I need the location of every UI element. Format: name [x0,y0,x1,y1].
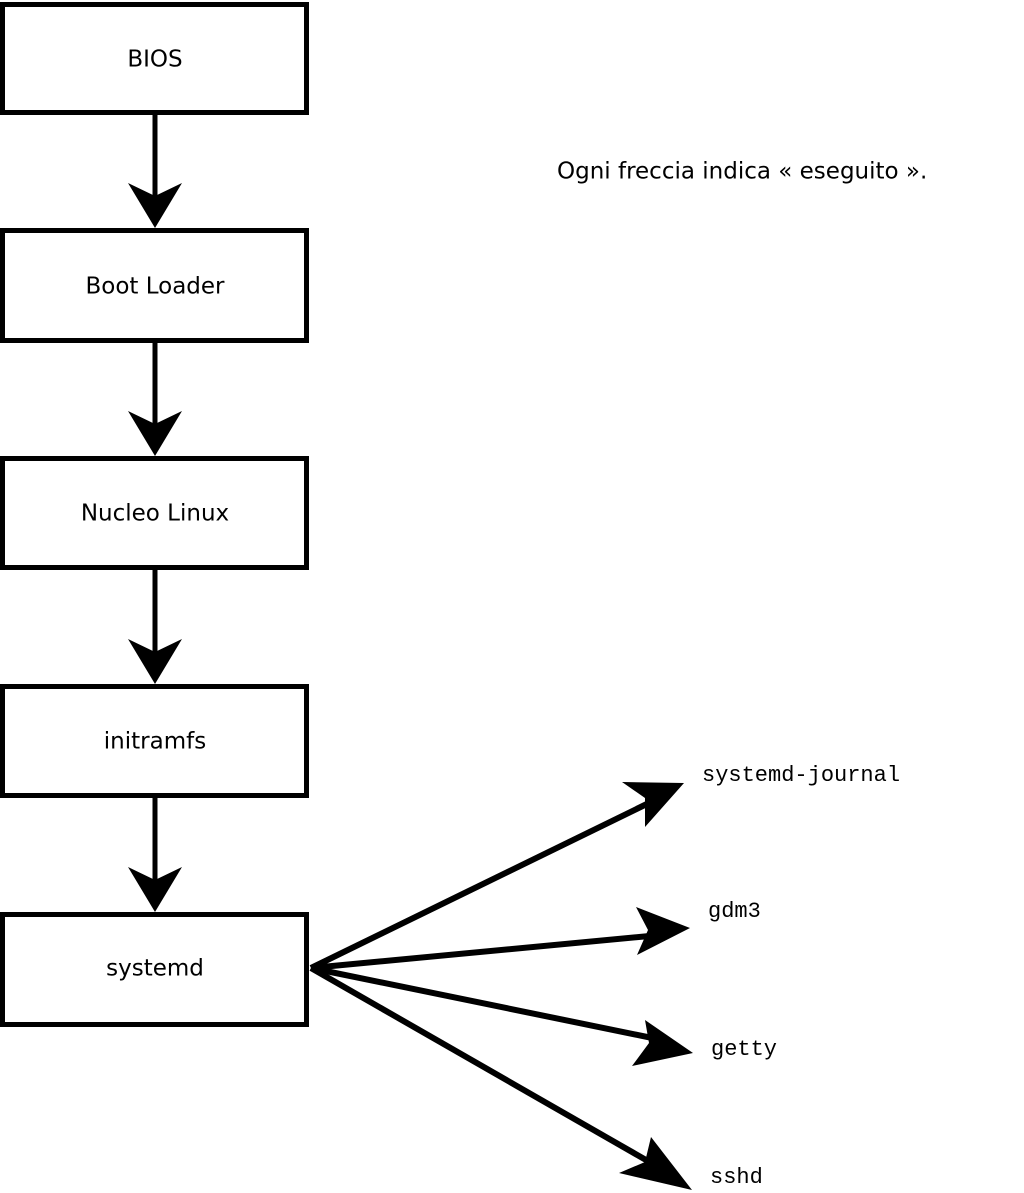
arrow-kernel-to-initramfs [128,570,182,684]
boot-chain-group: BIOS Boot Loader Nucleo Linux initramfs … [0,2,309,1027]
arrow-shaft [309,797,657,971]
arrow-shaft [310,965,663,1043]
node-kernel[interactable]: Nucleo Linux [0,456,309,570]
node-bios-rect [0,2,309,115]
service-arrows-group [309,782,693,1190]
node-initramfs[interactable]: initramfs [0,684,309,798]
node-systemd[interactable]: systemd [0,912,309,1027]
arrow-systemd-to-getty [310,965,693,1066]
arrow-bootloader-to-kernel [128,343,182,456]
arrow-head-diagonal [632,1020,693,1066]
arrow-head-diagonal [622,782,684,827]
service-label-gdm3: gdm3 [708,899,761,924]
arrow-systemd-to-sshd [309,965,692,1190]
service-labels-group: systemd-journal gdm3 getty sshd [702,763,900,1190]
node-initramfs-rect [0,684,309,798]
arrow-systemd-to-systemd-journal [309,782,684,971]
arrow-shaft [310,932,661,971]
arrow-head-down [128,867,182,912]
legend-note: Ogni freccia indica « eseguito ». [557,159,927,185]
node-bios-label: BIOS [127,47,182,73]
arrow-shaft [309,965,655,1167]
service-label-systemd-journal: systemd-journal [702,763,900,788]
service-label-sshd: sshd [710,1165,763,1190]
node-initramfs-label: initramfs [104,729,206,755]
node-kernel-rect [0,456,309,570]
arrow-head-diagonal [619,1137,692,1190]
arrow-head-down [128,183,182,228]
arrow-initramfs-to-systemd [128,798,182,912]
node-bootloader-rect [0,228,309,343]
node-bios[interactable]: BIOS [0,2,309,115]
chain-arrows-group [128,115,182,912]
arrow-head-down [128,411,182,456]
arrow-head-diagonal [636,907,690,955]
node-systemd-label: systemd [106,956,204,982]
arrow-systemd-to-gdm3 [310,907,690,971]
node-bootloader[interactable]: Boot Loader [0,228,309,343]
node-systemd-rect [0,912,309,1027]
arrow-head-down [128,639,182,684]
node-kernel-label: Nucleo Linux [81,501,229,527]
arrow-bios-to-bootloader [128,115,182,228]
service-label-getty: getty [711,1037,777,1062]
node-bootloader-label: Boot Loader [85,274,225,300]
